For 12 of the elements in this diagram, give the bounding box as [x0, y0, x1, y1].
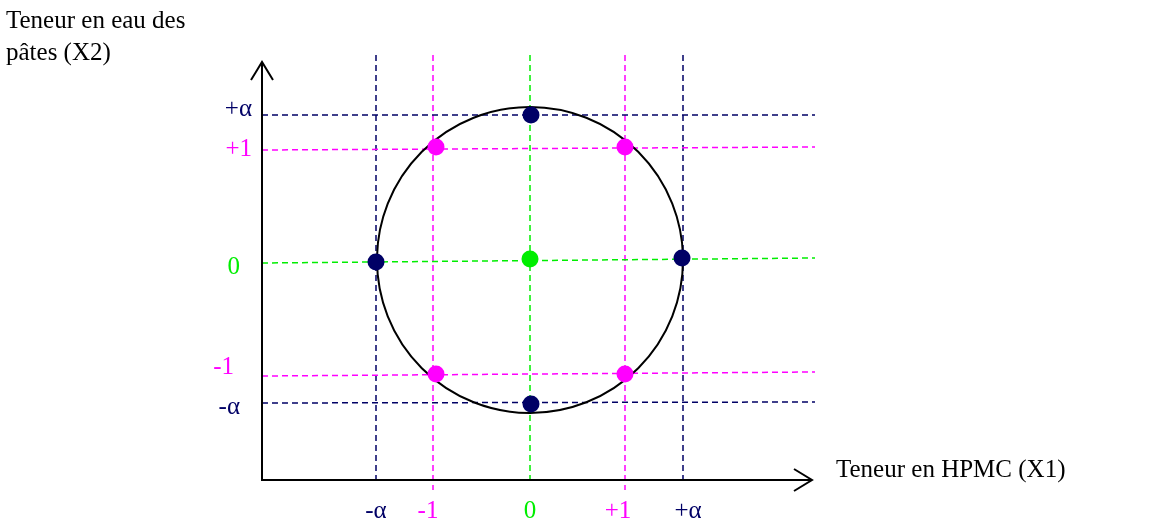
tick-label: -α [217, 391, 240, 421]
tick-label: 0 [226, 251, 240, 281]
axis-title: Teneur en HPMC (X1) [836, 454, 1067, 485]
tick-label: -1 [212, 351, 234, 381]
tick-label: 0 [522, 495, 538, 525]
tick-label: +α [223, 93, 252, 123]
tick-label: -1 [416, 495, 440, 525]
tick-label: +1 [224, 133, 252, 163]
tick-label: +1 [603, 495, 633, 525]
tick-label: +α [673, 495, 703, 525]
tick-label: -α [364, 495, 388, 525]
axis-title: Teneur en eau des pâtes (X2) [6, 5, 187, 68]
